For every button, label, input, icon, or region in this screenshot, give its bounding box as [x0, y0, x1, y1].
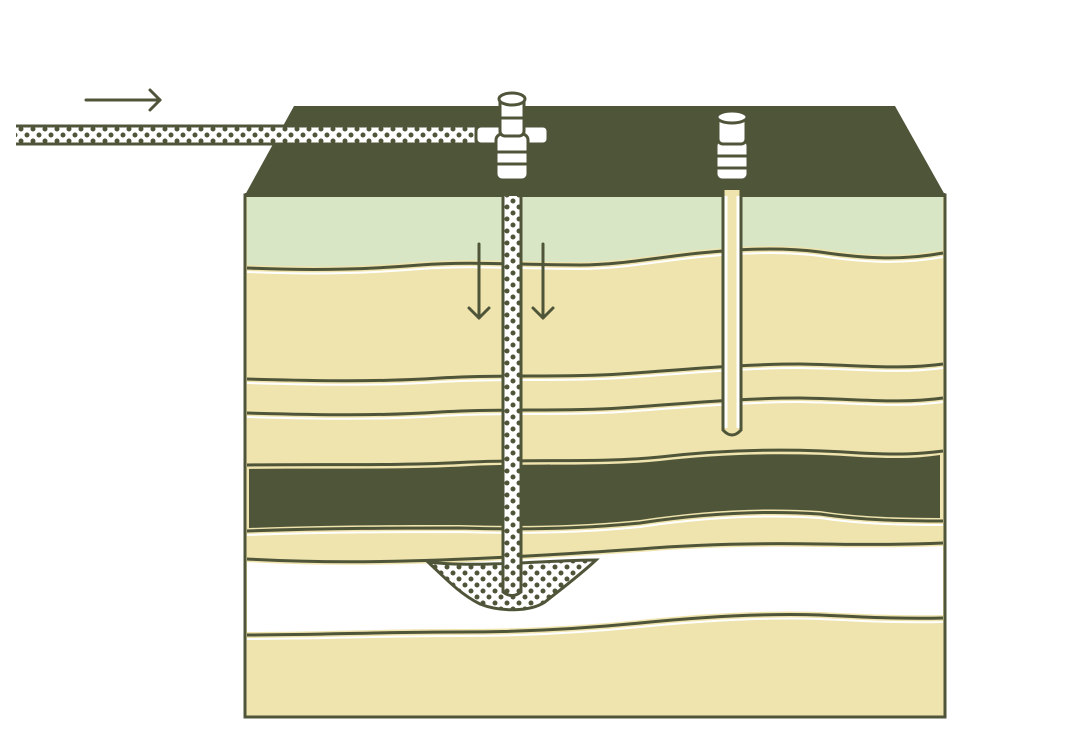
wellhead-icon [474, 91, 550, 182]
arrow-down-icon [467, 242, 491, 320]
layer-white-zone [247, 546, 943, 632]
strata-boundaries [246, 247, 944, 637]
ground-surface [245, 106, 945, 195]
arrow-right-icon [84, 88, 162, 112]
observation-well [721, 190, 743, 437]
inflow-pipe [16, 124, 486, 146]
strata-highlights [246, 252, 944, 640]
wellhead-icon [714, 109, 750, 182]
layer-dark-seam [249, 454, 940, 528]
layer-topsoil [247, 197, 943, 267]
injection-well-shaft [501, 180, 523, 597]
arrow-down-icon [531, 242, 555, 320]
